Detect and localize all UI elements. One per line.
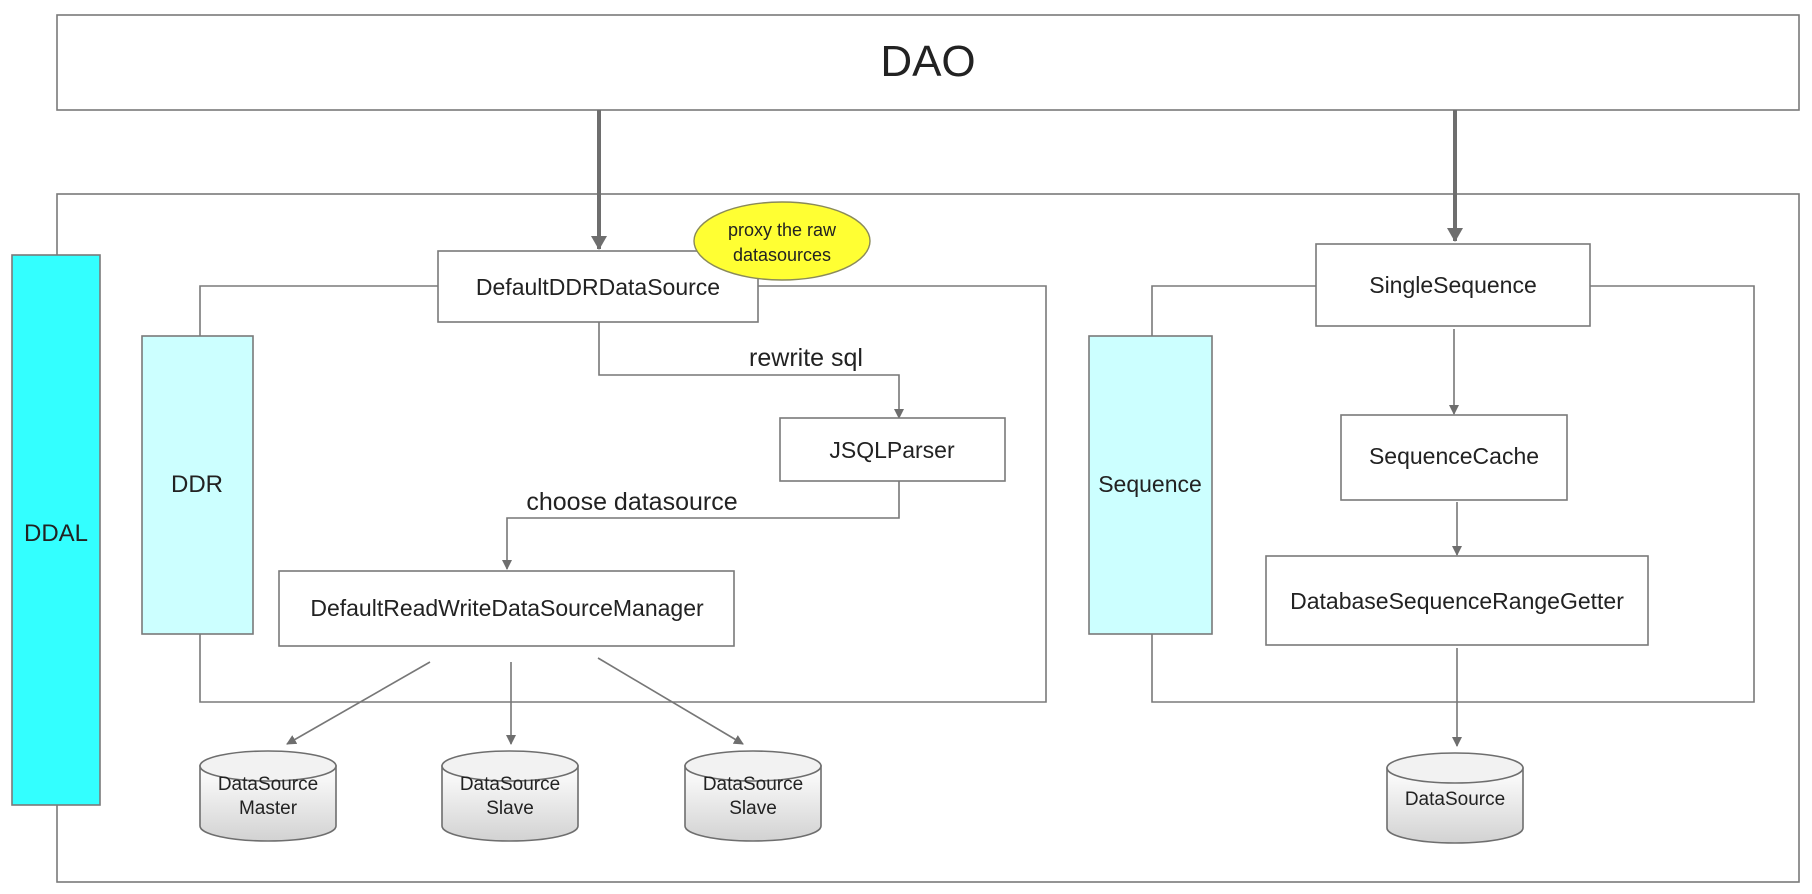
sequence-datasource-body: [1386, 767, 1524, 844]
datasource-master-line1: DataSource: [218, 774, 318, 795]
ddr-label: DDR: [171, 471, 223, 498]
datasource-master-top: [199, 750, 337, 782]
choose-datasource-label: choose datasource: [526, 488, 737, 516]
ddal-sidebar: DDAL: [11, 254, 101, 806]
jsqlparser-label: JSQLParser: [829, 437, 955, 463]
datasource-slave-2-body: [684, 765, 822, 842]
single-sequence-label: SingleSequence: [1369, 272, 1537, 298]
dao-label: DAO: [880, 37, 975, 86]
choose-datasource-arrow: [502, 481, 900, 570]
sequence-bar: [1088, 335, 1213, 635]
sequence-frame: [1151, 285, 1755, 703]
datasource-slave-1-line2: Slave: [486, 798, 534, 819]
sequence-cache-box: [1340, 414, 1568, 501]
datasource-slave-1: DataSource Slave: [441, 750, 579, 842]
jsqlparser-box: [779, 417, 1006, 482]
datasource-master-line2: Master: [239, 798, 298, 819]
ddr-bar: [141, 335, 254, 635]
datasource-slave-1-body: [441, 765, 579, 842]
ddal-label: DDAL: [24, 520, 88, 547]
rw-datasource-manager-box: [278, 570, 735, 647]
datasource-slave-1-line1: DataSource: [460, 774, 560, 795]
rw-datasource-manager-label: DefaultReadWriteDataSourceManager: [310, 595, 704, 621]
ddr-frame: [199, 285, 1047, 703]
proxy-note-bubble: [693, 201, 871, 281]
datasource-slave-2-line1: DataSource: [703, 774, 803, 795]
proxy-note-line2: datasources: [733, 245, 831, 265]
datasource-slave-2: DataSource Slave: [684, 750, 822, 842]
manager-to-slave2-arrow: [597, 657, 744, 745]
proxy-note: proxy the raw datasources: [693, 201, 871, 281]
sequence-module: Sequence SingleSequence SequenceCache Da…: [1088, 243, 1755, 703]
range-getter-label: DatabaseSequenceRangeGetter: [1290, 588, 1624, 614]
sequence-datasource-top: [1386, 752, 1524, 784]
default-ddr-datasource-box: [437, 250, 759, 323]
ddal-bar: [11, 254, 101, 806]
datasource-slave-2-top: [684, 750, 822, 782]
rewrite-sql-label: rewrite sql: [749, 344, 863, 372]
ddr-module: DDR DefaultDDRDataSource proxy the raw d…: [141, 201, 1047, 703]
default-ddr-datasource-label: DefaultDDRDataSource: [476, 274, 720, 300]
sequence-label: Sequence: [1098, 471, 1202, 497]
sequence-datasource: DataSource: [1386, 752, 1524, 844]
dao-layer: DAO: [56, 14, 1800, 111]
datasource-master-body: [199, 765, 337, 842]
single-sequence-box: [1315, 243, 1591, 327]
sequence-datasource-label: DataSource: [1405, 789, 1505, 810]
manager-to-master-arrow: [286, 661, 431, 745]
sequence-cache-label: SequenceCache: [1369, 443, 1539, 469]
datasource-slave-1-top: [441, 750, 579, 782]
datasource-master: DataSource Master: [199, 750, 337, 842]
datasource-slave-2-line2: Slave: [729, 798, 777, 819]
rewrite-sql-arrow: [598, 322, 904, 419]
dao-box: [56, 14, 1800, 111]
range-getter-box: [1265, 555, 1649, 646]
proxy-note-line1: proxy the raw: [728, 220, 837, 240]
